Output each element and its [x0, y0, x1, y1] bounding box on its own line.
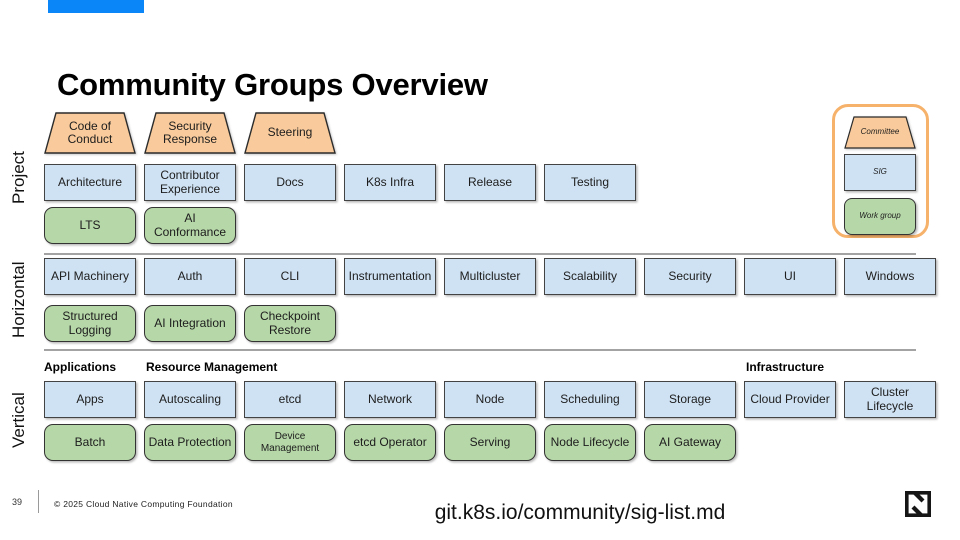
sig-autoscaling: Autoscaling	[144, 381, 236, 418]
legend-work-group: Work group	[844, 198, 916, 235]
sig-apps: Apps	[44, 381, 136, 418]
sig-security: Security	[644, 258, 736, 295]
sig-storage: Storage	[644, 381, 736, 418]
sig-docs: Docs	[244, 164, 336, 201]
section-divider	[44, 253, 916, 255]
sig-node: Node	[444, 381, 536, 418]
sig-cli: CLI	[244, 258, 336, 295]
sig-contributor-experience: Contributor Experience	[144, 164, 236, 201]
sig-multicluster: Multicluster	[444, 258, 536, 295]
wg-ai-integration: AI Integration	[144, 305, 236, 342]
wg-lts: LTS	[44, 207, 136, 244]
wg-ai-gateway: AI Gateway	[644, 424, 736, 461]
trapezoid-shape	[244, 112, 336, 154]
sig-cluster-lifecycle: Cluster Lifecycle	[844, 381, 936, 418]
wg-node-lifecycle: Node Lifecycle	[544, 424, 636, 461]
sig-cloud-provider: Cloud Provider	[744, 381, 836, 418]
page-title: Community Groups Overview	[57, 66, 488, 102]
trapezoid-shape	[44, 112, 136, 154]
trapezoid-shape	[844, 116, 916, 149]
wg-device-management: Device Management	[244, 424, 336, 461]
sig-list-url[interactable]: git.k8s.io/community/sig-list.md	[434, 501, 726, 524]
section-label-vertical: Vertical	[9, 392, 28, 448]
section-divider	[44, 349, 916, 351]
trapezoid-shape	[144, 112, 236, 154]
accent-bar	[48, 0, 144, 13]
category-applications: Applications	[44, 360, 117, 374]
category-resource-management: Resource Management	[146, 360, 278, 374]
sig-windows: Windows	[844, 258, 936, 295]
wg-structured-logging: Structured Logging	[44, 305, 136, 342]
wg-serving: Serving	[444, 424, 536, 461]
sig-testing: Testing	[544, 164, 636, 201]
legend-committee: Committee	[844, 116, 916, 149]
wg-etcd-operator: etcd Operator	[344, 424, 436, 461]
committee-steering: Steering	[244, 112, 336, 154]
sig-etcd: etcd	[244, 381, 336, 418]
sig-scheduling: Scheduling	[544, 381, 636, 418]
wg-batch: Batch	[44, 424, 136, 461]
legend-sig: SIG	[844, 154, 916, 191]
legend: Committee SIG Work group	[832, 104, 929, 238]
sig-ui: UI	[744, 258, 836, 295]
footer-separator	[38, 490, 39, 513]
page-number: 39	[12, 497, 23, 507]
wg-ai-conformance: AI Conformance	[144, 207, 236, 244]
sig-release: Release	[444, 164, 536, 201]
sig-auth: Auth	[144, 258, 236, 295]
copyright-text: © 2025 Cloud Native Computing Foundation	[54, 499, 233, 509]
cncf-logo-icon	[905, 491, 931, 517]
wg-checkpoint-restore: Checkpoint Restore	[244, 305, 336, 342]
section-label-project: Project	[9, 151, 28, 205]
wg-data-protection: Data Protection	[144, 424, 236, 461]
sig-scalability: Scalability	[544, 258, 636, 295]
sig-instrumentation: Instrumentation	[344, 258, 436, 295]
sig-k8s-infra: K8s Infra	[344, 164, 436, 201]
category-infrastructure: Infrastructure	[746, 360, 825, 374]
committee-security-response: Security Response	[144, 112, 236, 154]
sig-api-machinery: API Machinery	[44, 258, 136, 295]
section-label-horizontal: Horizontal	[9, 261, 28, 339]
sig-architecture: Architecture	[44, 164, 136, 201]
committee-code-of-conduct: Code of Conduct	[44, 112, 136, 154]
sig-network: Network	[344, 381, 436, 418]
